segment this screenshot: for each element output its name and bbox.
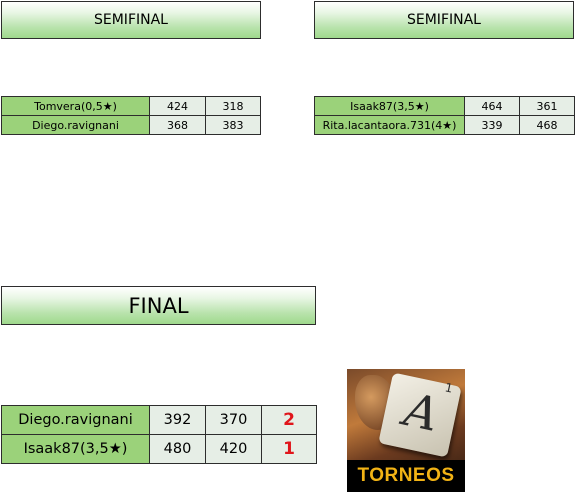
final-title-text: FINAL xyxy=(128,293,189,318)
table-row: Diego.ravignani 368 383 xyxy=(1,115,261,135)
semifinal-right-title-text: SEMIFINAL xyxy=(407,12,481,28)
score-cell: 464 xyxy=(464,96,520,116)
score-cell: 480 xyxy=(149,434,206,464)
semifinal-right-table: Isaak87(3,5★) 464 361 Rita.lacantaora.73… xyxy=(314,96,575,135)
table-row: Diego.ravignani 392 370 2 xyxy=(1,405,317,435)
result-cell: 2 xyxy=(261,405,317,435)
semifinal-right-title: SEMIFINAL xyxy=(314,1,574,39)
semifinal-left-title-text: SEMIFINAL xyxy=(94,12,168,28)
semifinal-left-table: Tomvera(0,5★) 424 318 Diego.ravignani 36… xyxy=(1,96,261,135)
score-cell: 424 xyxy=(149,96,206,116)
result-cell: 1 xyxy=(261,434,317,464)
final-table: Diego.ravignani 392 370 2 Isaak87(3,5★) … xyxy=(1,405,317,464)
torneos-logo: A 1 TORNEOS xyxy=(347,369,465,492)
player-name: Diego.ravignani xyxy=(1,115,150,135)
logo-text: TORNEOS xyxy=(357,465,455,486)
score-cell: 368 xyxy=(149,115,206,135)
score-cell: 339 xyxy=(464,115,520,135)
semifinal-left-title: SEMIFINAL xyxy=(1,1,261,39)
score-cell: 370 xyxy=(205,405,262,435)
score-cell: 420 xyxy=(205,434,262,464)
player-name: Isaak87(3,5★) xyxy=(314,96,465,116)
table-row: Isaak87(3,5★) 464 361 xyxy=(314,96,575,116)
score-cell: 318 xyxy=(205,96,261,116)
score-cell: 468 xyxy=(519,115,575,135)
table-row: Isaak87(3,5★) 480 420 1 xyxy=(1,434,317,464)
player-name: Tomvera(0,5★) xyxy=(1,96,150,116)
player-name: Isaak87(3,5★) xyxy=(1,434,150,464)
score-cell: 383 xyxy=(205,115,261,135)
table-row: Tomvera(0,5★) 424 318 xyxy=(1,96,261,116)
player-name: Diego.ravignani xyxy=(1,405,150,435)
logo-band: TORNEOS xyxy=(347,460,465,492)
final-title: FINAL xyxy=(1,286,316,325)
score-cell: 361 xyxy=(519,96,575,116)
table-row: Rita.lacantaora.731(4★) 339 468 xyxy=(314,115,575,135)
player-name: Rita.lacantaora.731(4★) xyxy=(314,115,465,135)
score-cell: 392 xyxy=(149,405,206,435)
